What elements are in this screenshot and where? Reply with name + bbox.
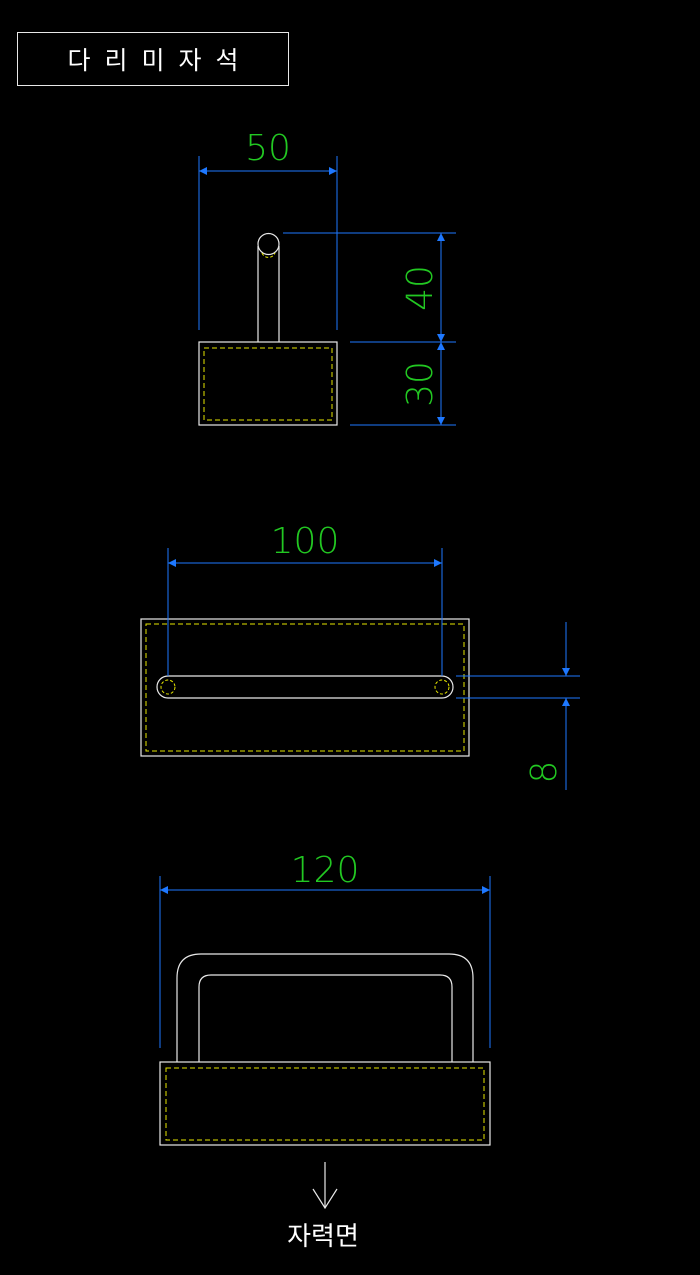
- top-base-outline: [140, 618, 470, 757]
- drawing-title: 다리미자석: [67, 46, 253, 75]
- front-view: 120 자력면: [159, 850, 491, 1252]
- dim-40-text: 40: [400, 265, 441, 311]
- top-handle-hidden-right: [434, 679, 450, 695]
- front-base-outline: [159, 1061, 491, 1146]
- front-handle-inner: [198, 974, 453, 1062]
- front-handle-outer: [176, 953, 474, 1062]
- side-view: 50 40 30: [198, 128, 456, 426]
- side-handle-hidden-arc: [261, 252, 276, 258]
- magnet-face-label: 자력면: [287, 1222, 359, 1252]
- dim-8-text: 8: [524, 761, 565, 784]
- top-view: 100 8: [140, 521, 580, 790]
- top-handle-outline: [156, 675, 454, 699]
- dim-50-text: 50: [245, 128, 291, 169]
- dim-100-text: 100: [271, 521, 340, 562]
- front-base-hidden: [165, 1067, 485, 1141]
- side-handle-top-circle: [257, 232, 280, 256]
- dim-120-text: 120: [291, 850, 360, 891]
- top-handle-hidden-left: [160, 679, 176, 695]
- top-base-hidden: [145, 623, 465, 752]
- dim-30-text: 30: [400, 361, 441, 407]
- side-base-hidden: [203, 347, 333, 421]
- title-box: 다리미자석: [17, 32, 289, 86]
- down-arrow-icon: [312, 1188, 338, 1210]
- side-base-outline: [198, 341, 338, 426]
